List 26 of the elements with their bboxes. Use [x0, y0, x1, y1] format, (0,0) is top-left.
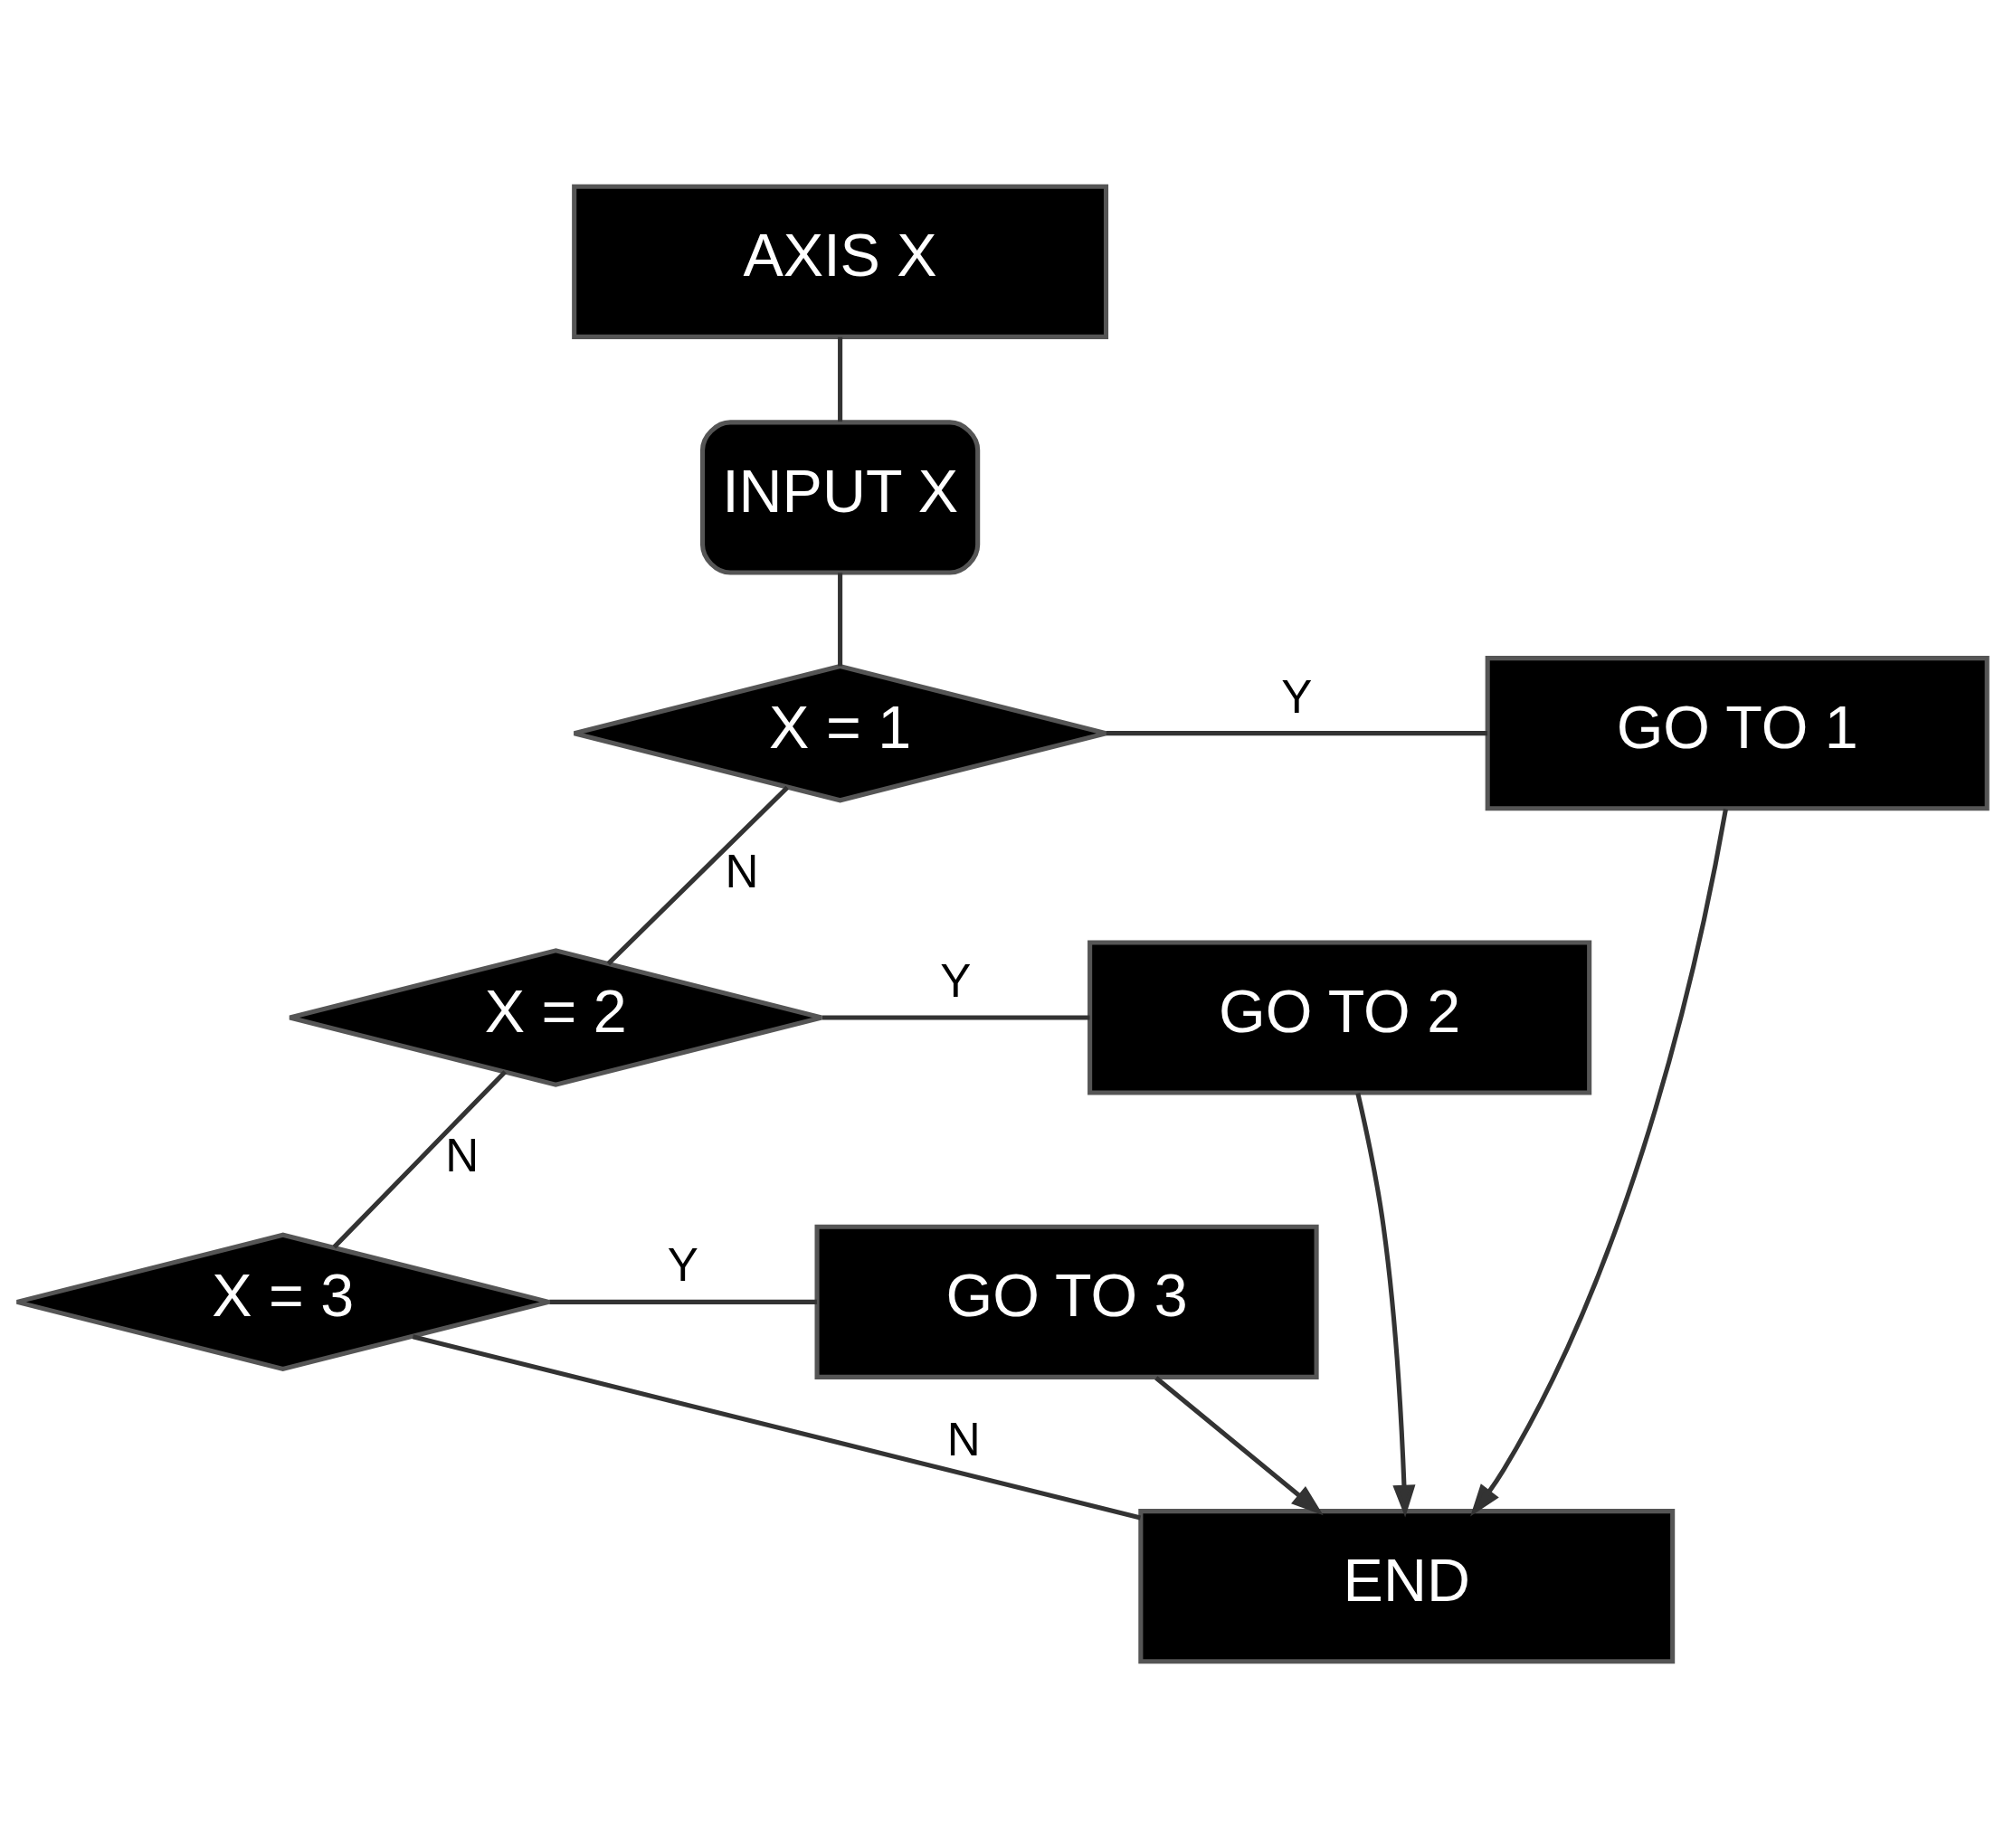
node-diamond: X = 2	[287, 948, 824, 1087]
node-box: GO TO 1	[1485, 656, 1990, 811]
arrow	[1355, 1093, 1416, 1518]
edge-label: Y	[667, 1239, 698, 1292]
edge-label: Y	[940, 955, 972, 1008]
connector	[332, 1070, 508, 1249]
edge-label: N	[946, 1414, 981, 1466]
node-box: AXIS X	[572, 184, 1109, 339]
connector	[412, 1334, 1142, 1521]
node-box: END	[1138, 1509, 1676, 1664]
connector	[822, 1015, 1090, 1020]
arrow	[1154, 1376, 1324, 1516]
node-box: INPUT X	[699, 420, 981, 575]
connector	[838, 336, 843, 422]
edge-label: N	[445, 1129, 480, 1181]
arrow	[1470, 809, 1728, 1517]
connector	[606, 785, 789, 966]
connector	[549, 1299, 817, 1304]
connector	[1106, 731, 1487, 736]
connector	[838, 573, 843, 667]
node-diamond: X = 3	[14, 1232, 552, 1372]
node-box: GO TO 2	[1087, 940, 1592, 1095]
edge-label: Y	[1281, 670, 1313, 723]
edge-label: N	[725, 845, 759, 897]
node-diamond: X = 1	[572, 663, 1109, 803]
node-box: GO TO 3	[814, 1224, 1319, 1379]
